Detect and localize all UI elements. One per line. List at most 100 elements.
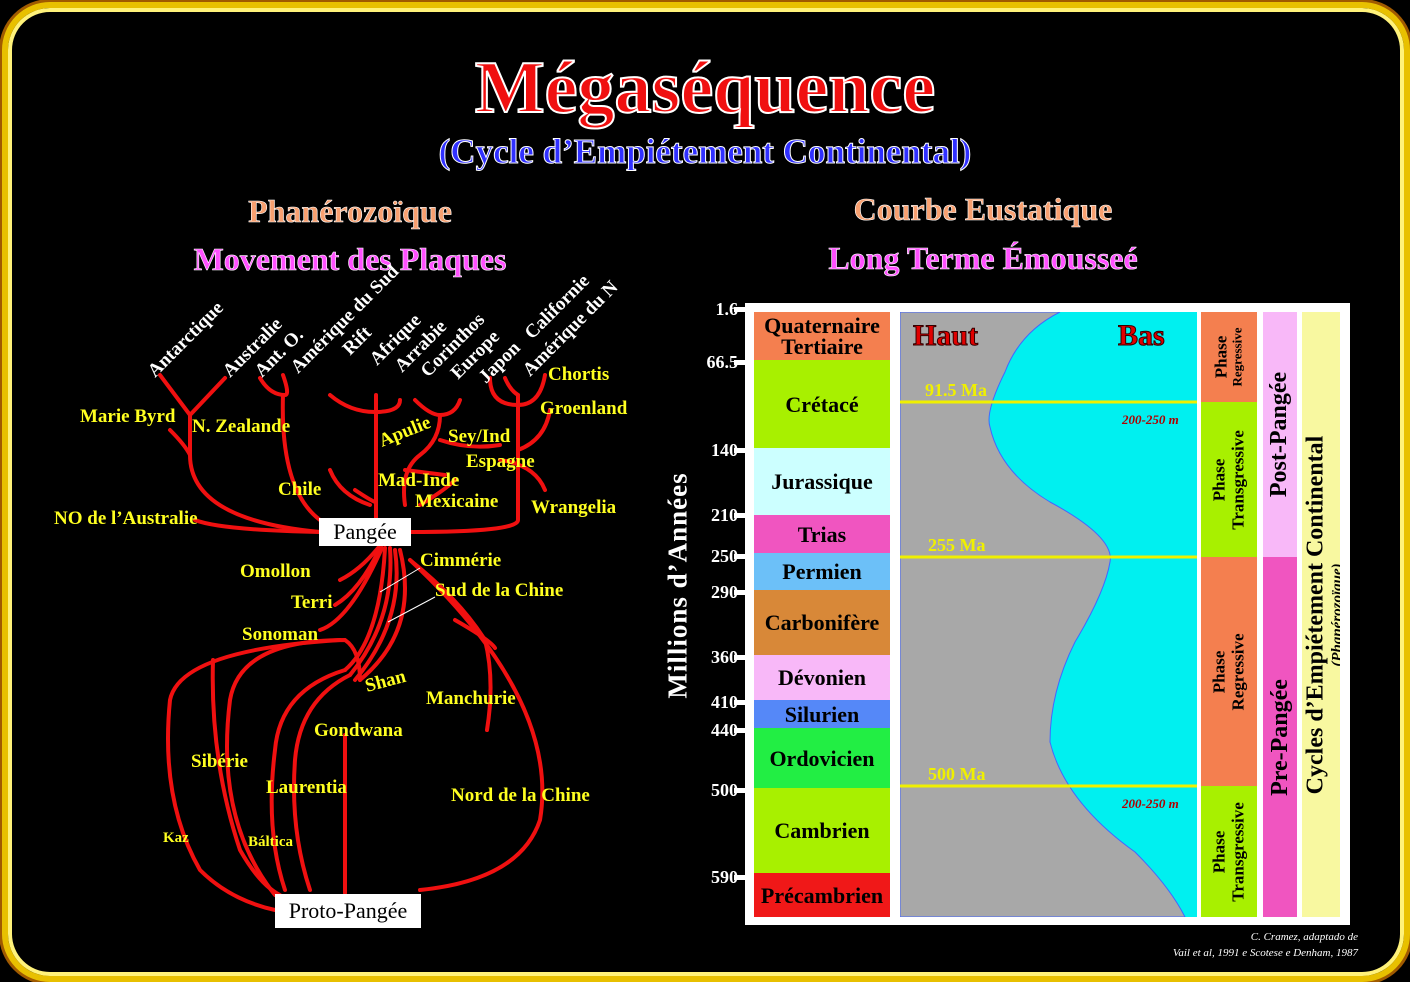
tick-mark (734, 513, 745, 518)
tick-label: 590 (711, 867, 738, 887)
page-subtitle: (Cycle d’Empiétement Continental) (438, 132, 972, 172)
tree-branches (158, 373, 552, 912)
marker-255: 255 Ma (928, 535, 986, 555)
amplitude-label: 200-250 m (1121, 796, 1179, 811)
haut-label: Haut (913, 319, 978, 352)
tick-label: 410 (711, 692, 738, 712)
post-pangee-label: Post-Pangée (1266, 371, 1293, 498)
eustatic-chart: Quaternaire Tertiaire Crétacé Jurassique… (745, 303, 1350, 925)
label-groenland: Groenland (540, 398, 628, 419)
label-omollon: Omollon (240, 561, 311, 582)
cycles-label: Cycles d’Empiétement Continental (1302, 435, 1329, 794)
tick-mark (734, 360, 745, 365)
era-devonien: Dévonien (754, 655, 890, 700)
amplitude-label: 200-250 m (1121, 412, 1179, 427)
post-pangee-band: Post-Pangée (1263, 312, 1297, 557)
label-baltica: Báltica (248, 834, 293, 850)
era-quaternaire-tertiaire: Quaternaire Tertiaire (754, 312, 890, 360)
pre-pangee-label: Pre-Pangée (1266, 678, 1293, 796)
tick-label: 210 (711, 505, 738, 525)
era-jurassique: Jurassique (754, 448, 890, 515)
label-mad-inde: Mad-Inde (378, 470, 459, 491)
phase-label: Phase (1210, 650, 1230, 693)
tick-label: 360 (711, 647, 738, 667)
left-heading-1: Phanérozoïque (248, 193, 452, 230)
tick-mark (734, 700, 745, 705)
y-axis-label: Millions d’Années (662, 472, 693, 699)
label-antarctique: Antarctique (144, 298, 228, 382)
tick-label: 250 (711, 546, 738, 566)
label-no-australie: NO de l’Australie (54, 508, 198, 529)
pangee-box: Pangée (319, 518, 411, 546)
right-heading-1: Courbe Eustatique (853, 191, 1113, 228)
era-ordovicien: Ordovicien (754, 728, 890, 788)
proto-pangee-box: Proto-Pangée (275, 894, 421, 928)
era-permien: Permien (754, 553, 890, 590)
label-mexicaine: Mexicaine (415, 491, 498, 512)
label-siberie: Sibérie (191, 751, 248, 772)
plate-tree-diagram: Antarctique Australie Ant. O. Amérique d… (54, 261, 628, 912)
era-cambrien: Cambrien (754, 788, 890, 873)
tick-mark (734, 554, 745, 559)
phase-label: Phase (1210, 830, 1230, 873)
tick-label: 66.5 (706, 352, 739, 372)
label-marie-byrd: Marie Byrd (80, 406, 176, 427)
tick-mark (734, 590, 745, 595)
era-silurien: Silurien (754, 700, 890, 728)
bas-label: Bas (1118, 319, 1165, 352)
tick-mark (734, 875, 745, 880)
marker-91-5: 91.5 Ma (925, 380, 987, 400)
label-apulie: Apulie (376, 412, 434, 452)
label-terri: Terri (291, 592, 333, 613)
label-kaz: Kaz (163, 830, 189, 846)
label-sonoman: Sonoman (242, 624, 318, 645)
label-sey-ind: Sey/Ind (448, 426, 511, 447)
tick-mark (734, 448, 745, 453)
era-precambrien: Précambrien (754, 873, 890, 917)
era-carbonifere: Carbonifère (754, 590, 890, 655)
phase-type: Regressive (1229, 632, 1249, 711)
tick-label: 440 (711, 720, 738, 740)
credit: C. Cramez, adaptado de Vail et al, 1991 e… (1173, 929, 1358, 961)
label-nord-chine: Nord de la Chine (451, 785, 590, 806)
era-trias: Trias (754, 515, 890, 553)
label-chile: Chile (278, 479, 321, 500)
label-wrangelia: Wrangelia (531, 497, 617, 518)
phase-type: Transgressive (1229, 801, 1249, 902)
tick-label: 290 (711, 582, 738, 602)
phase-type: Regressive (1229, 327, 1244, 387)
label-gondwana: Gondwana (314, 720, 403, 741)
tick-mark (734, 655, 745, 660)
tick-mark (734, 307, 745, 312)
right-heading-2: Long Terme Émousseé (828, 240, 1138, 277)
label-chortis: Chortis (548, 364, 609, 385)
tick-label: 500 (711, 780, 738, 800)
tick-label: 1.6 (715, 299, 739, 319)
sea-level-curve: Haut Bas 91.5 Ma 255 Ma 500 Ma 200-250 m… (900, 312, 1197, 917)
credit-line-1: C. Cramez, adaptado de (1250, 931, 1358, 943)
label-n-zealande: N. Zealande (192, 416, 290, 437)
phase-label: Phase (1211, 335, 1230, 379)
pre-pangee-band: Pre-Pangée (1263, 557, 1297, 917)
era-cretace: Crétacé (754, 360, 890, 448)
label-sud-chine: Sud de la Chine (435, 580, 563, 601)
cycles-band: Cycles d’Empiétement Continental(Phanéro… (1302, 312, 1340, 917)
curve-area (900, 312, 1186, 917)
phase-label: Phase (1210, 458, 1230, 501)
label-cimmerie: Cimmérie (420, 550, 501, 571)
tick-label: 140 (711, 440, 738, 460)
tick-mark (734, 728, 745, 733)
page-title: Mégaséquence (474, 46, 936, 130)
region-labels: Marie Byrd N. Zealande Chile NO de l’Aus… (54, 364, 628, 850)
credit-line-2: Vail et al, 1991 e Scotese e Denham, 198… (1172, 947, 1358, 959)
phase-type: Transgressive (1229, 429, 1249, 530)
tick-mark (734, 788, 745, 793)
label-espagne: Espagne (466, 451, 535, 472)
label-manchurie: Manchurie (426, 688, 516, 709)
left-heading-2: Movement des Plaques (193, 241, 507, 278)
marker-500: 500 Ma (928, 764, 986, 784)
